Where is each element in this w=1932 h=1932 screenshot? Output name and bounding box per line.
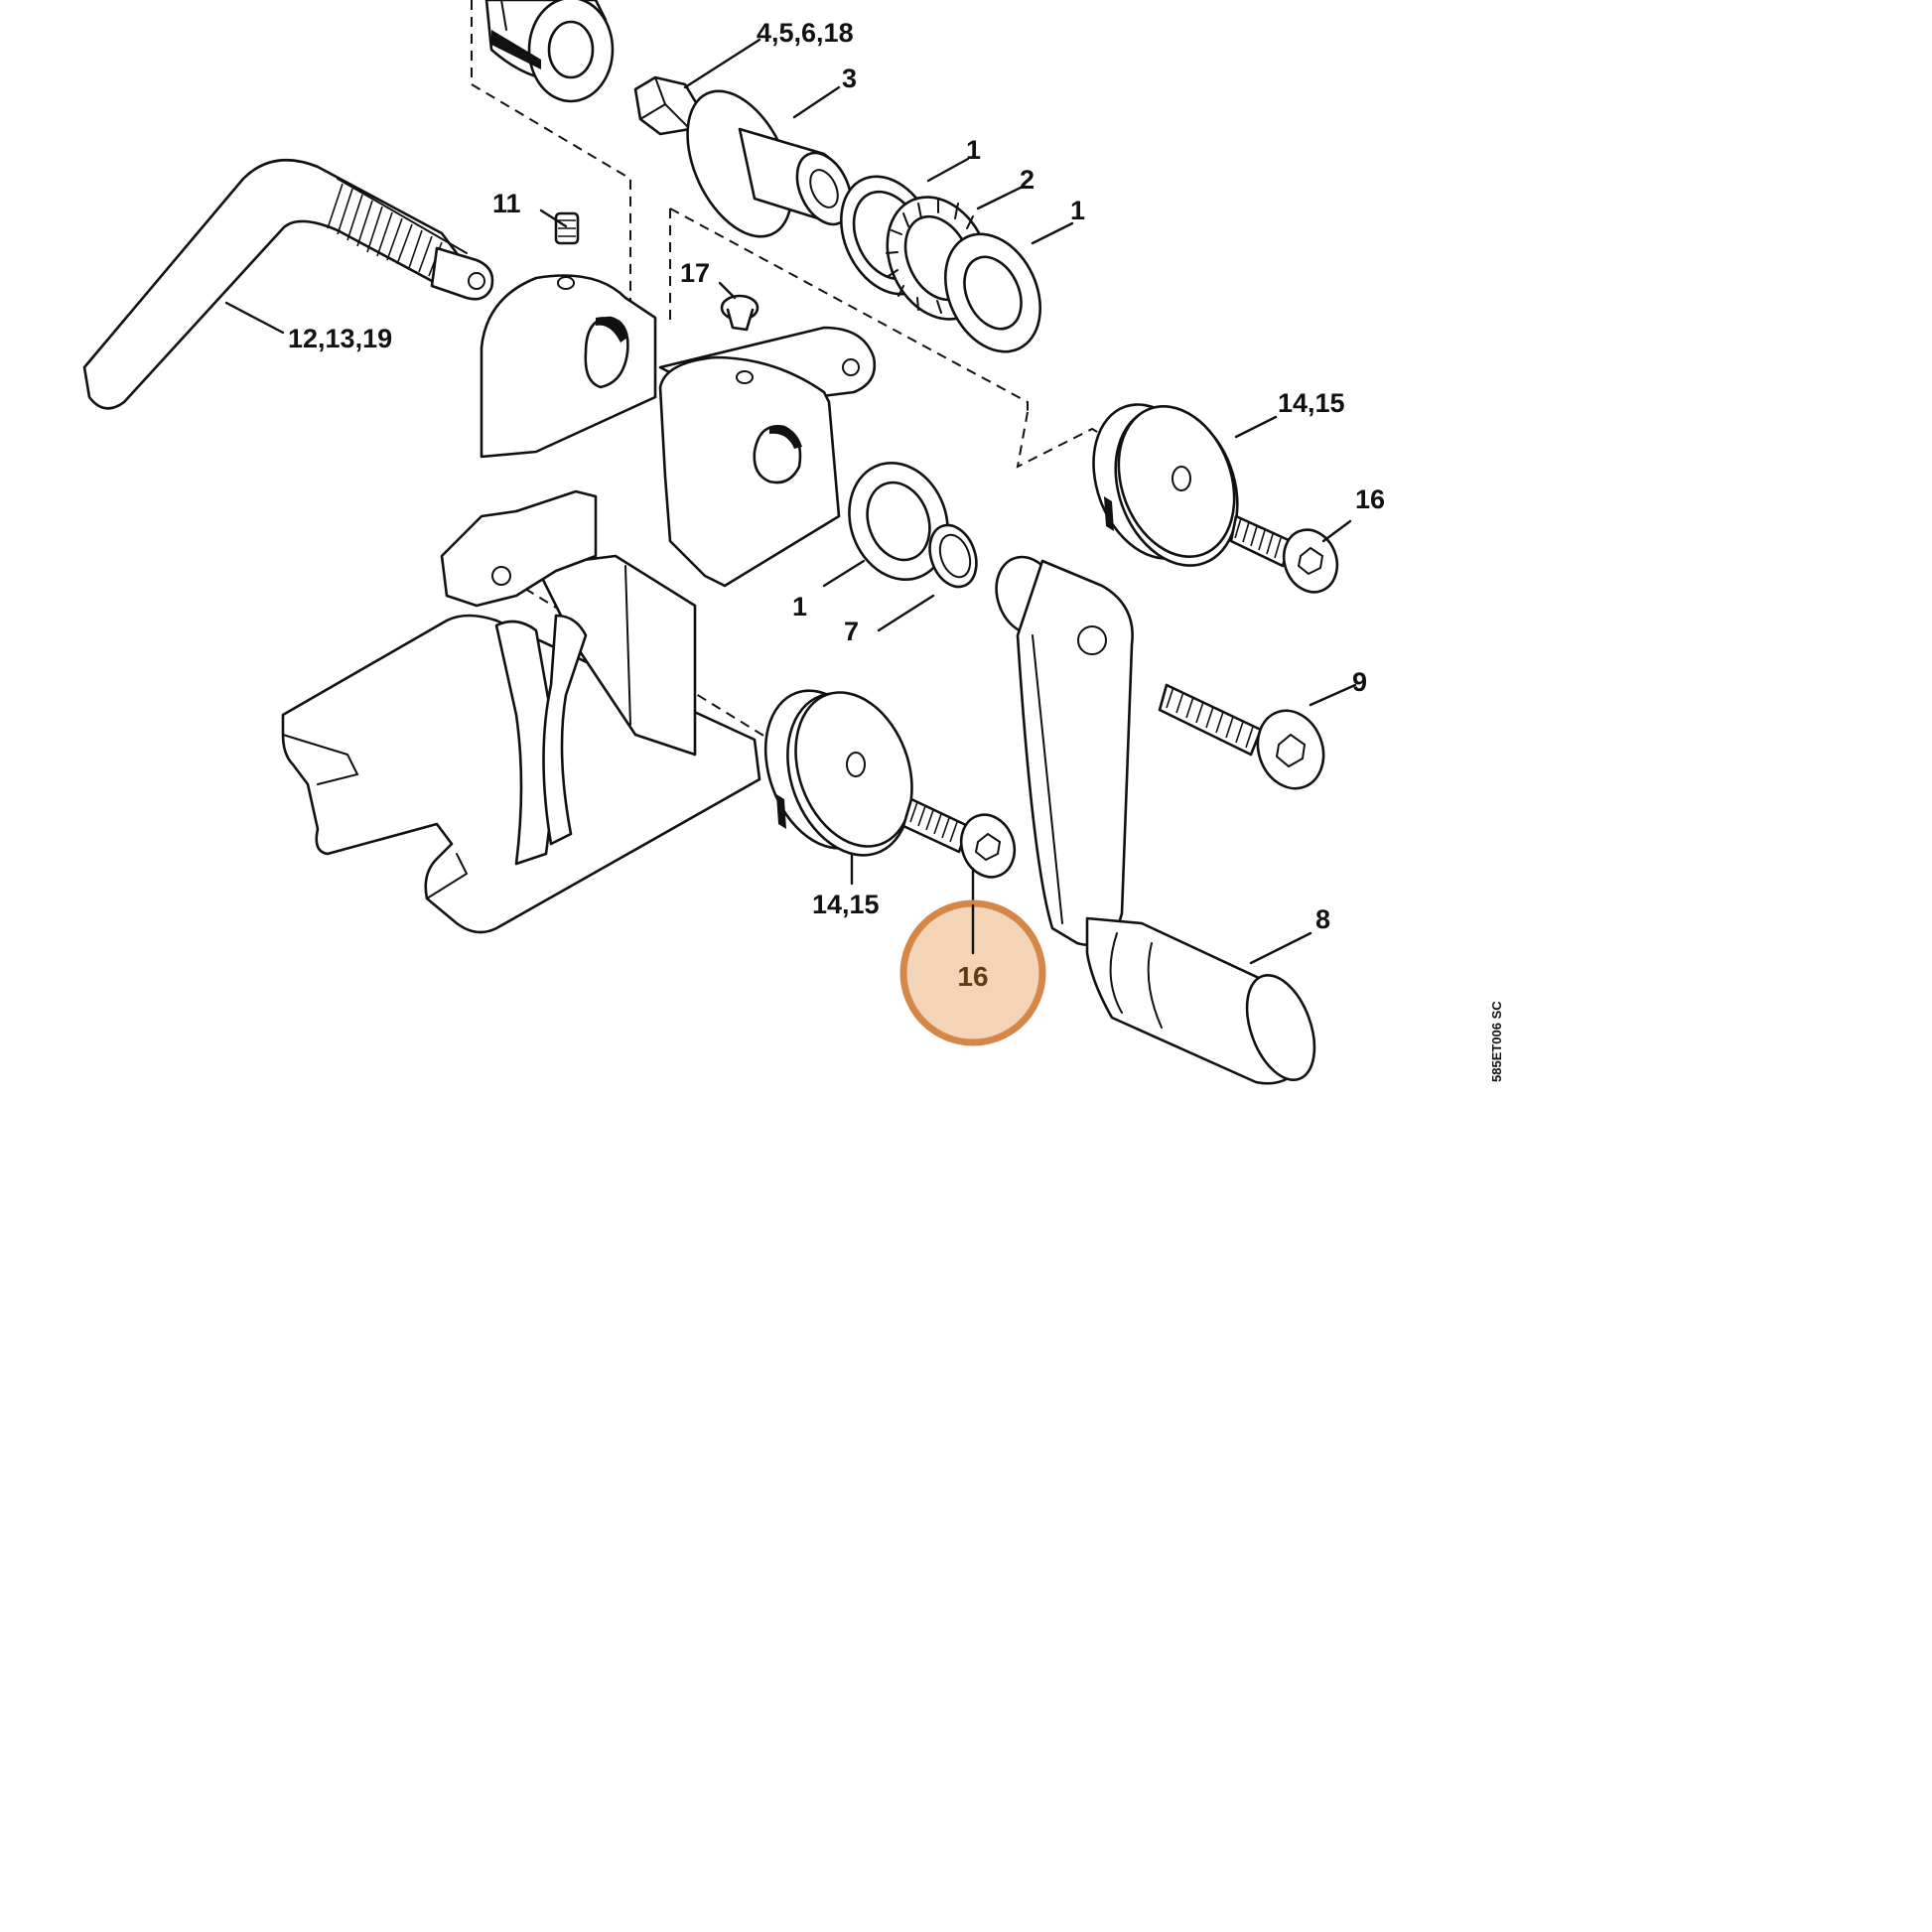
- callout-2: 2: [1020, 165, 1035, 195]
- callout-1-top: 1: [966, 135, 981, 165]
- spindle-sleeve-top: [484, 0, 615, 103]
- hand-crank-part: [995, 555, 1316, 1085]
- callout-7: 7: [844, 617, 859, 646]
- socket-screw-upper-part: [1229, 514, 1339, 594]
- callout-17: 17: [680, 258, 710, 288]
- highlighted-callout-16[interactable]: 16: [899, 899, 1046, 1046]
- washer-right-part: [943, 232, 1042, 353]
- callout-8: 8: [1315, 904, 1330, 934]
- highlight-label-16[interactable]: 16: [957, 961, 988, 992]
- callout-14-15-upper: 14,15: [1278, 388, 1345, 418]
- drawing-code: 585ET006 SC: [1489, 1001, 1504, 1082]
- flanged-sleeve-part: [686, 89, 853, 238]
- callout-1-lower: 1: [792, 592, 807, 621]
- vice-body-casting: [281, 274, 877, 934]
- socket-screw-crank-part: [1158, 683, 1325, 790]
- callout-14-15-lower: 14,15: [812, 890, 880, 919]
- clamping-lever-part: [82, 158, 494, 410]
- callout-11: 11: [492, 189, 521, 218]
- socket-screw-lower-part: [901, 797, 1017, 879]
- callout-12-13-19: 12,13,19: [288, 324, 392, 353]
- callout-16-upper: 16: [1355, 484, 1385, 514]
- highlight-circle[interactable]: [899, 899, 1046, 1046]
- guide-roller-upper-part: [1092, 403, 1239, 567]
- guide-roller-lower-part: [763, 689, 913, 857]
- callout-labels: 4,5,6,18 3 1 2 1 11 17 12,13,19 14,15 16…: [288, 18, 1385, 934]
- circlip-part: [928, 523, 978, 589]
- washer-lower-part: [848, 461, 949, 582]
- grease-nipple-part: [720, 294, 759, 332]
- callout-9: 9: [1352, 667, 1367, 697]
- callout-1-right: 1: [1070, 196, 1085, 225]
- set-screw-part: [554, 211, 580, 245]
- callout-3: 3: [842, 64, 857, 93]
- callout-4-5-6-18: 4,5,6,18: [757, 18, 854, 48]
